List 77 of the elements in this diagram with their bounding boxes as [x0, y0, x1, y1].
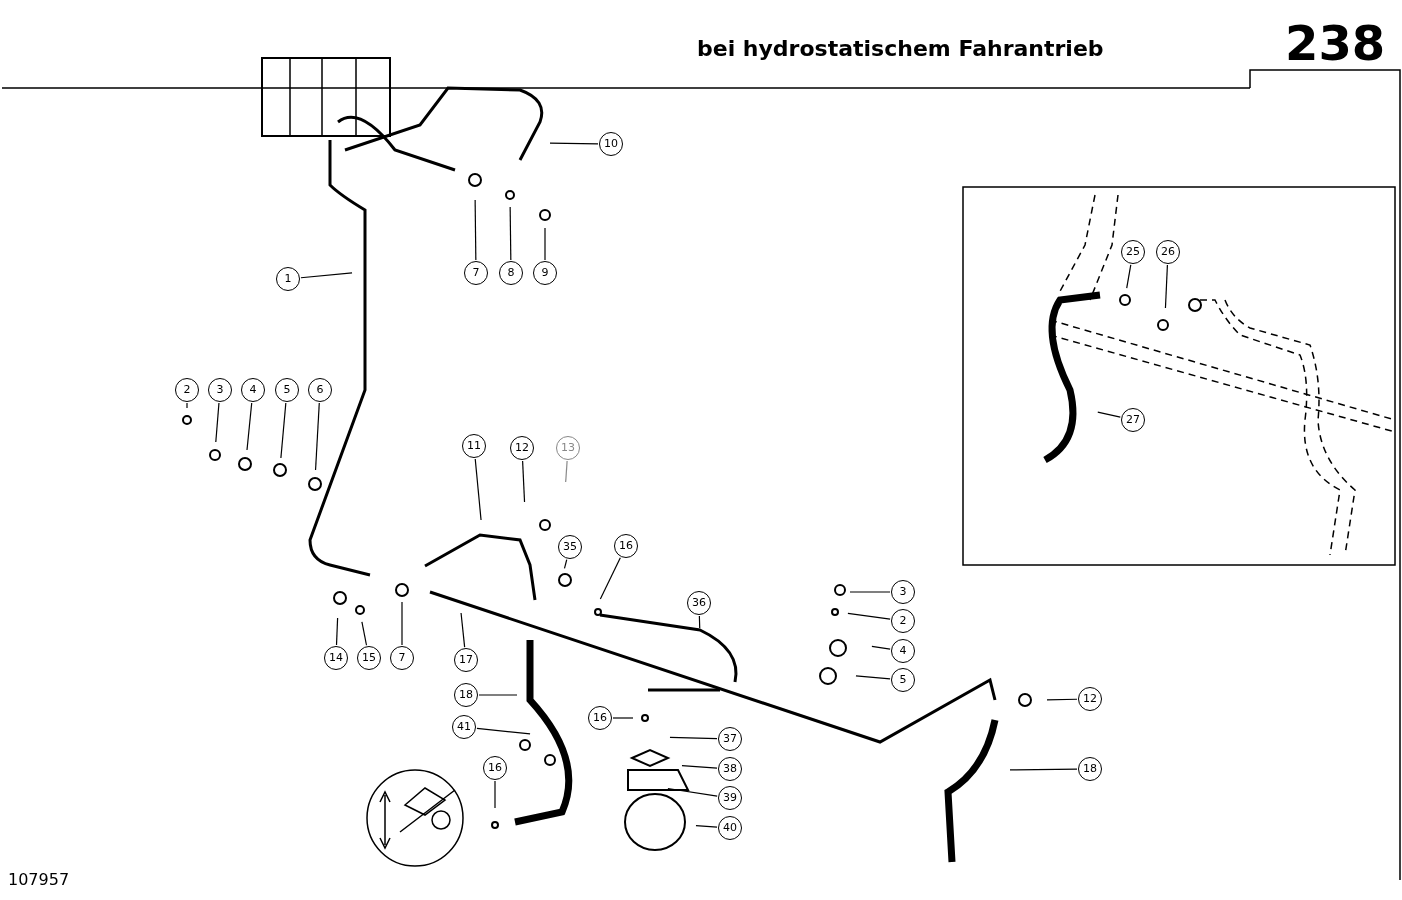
leader-line	[855, 675, 891, 680]
callout-number: 41	[452, 715, 476, 739]
leader-line	[849, 591, 891, 593]
callout-number: 16	[588, 706, 612, 730]
callout-number: 39	[718, 786, 742, 810]
callout-number: 7	[464, 261, 488, 285]
leader-line	[599, 557, 621, 600]
leader-line	[246, 402, 253, 451]
leader-line	[401, 601, 403, 646]
leader-line	[565, 460, 568, 483]
leader-line	[522, 460, 526, 503]
leader-line	[1046, 698, 1078, 701]
callout-number: 12	[1078, 687, 1102, 711]
callout-number: 40	[718, 816, 742, 840]
leader-line	[280, 402, 287, 459]
callout-number: 15	[357, 646, 381, 670]
callout-number: 2	[891, 609, 915, 633]
callout-number: 13	[556, 436, 580, 460]
leader-line	[681, 765, 718, 769]
callout-number: 14	[324, 646, 348, 670]
callout-number: 27	[1121, 408, 1145, 432]
callout-number: 5	[275, 378, 299, 402]
callout-number: 6	[308, 378, 332, 402]
leader-line	[460, 612, 466, 648]
leader-line	[215, 402, 220, 443]
callout-number: 16	[614, 534, 638, 558]
leader-line	[871, 645, 891, 650]
leader-line	[1164, 264, 1168, 309]
callout-number: 9	[533, 261, 557, 285]
leader-line	[544, 227, 546, 261]
callout-number: 8	[499, 261, 523, 285]
callout-number: 37	[718, 727, 742, 751]
callout-number: 1	[276, 267, 300, 291]
leader-line	[1126, 264, 1132, 289]
callout-number: 18	[1078, 757, 1102, 781]
leader-line	[1097, 411, 1121, 418]
callout-number: 11	[462, 434, 486, 458]
callout-number: 38	[718, 757, 742, 781]
callout-number: 2	[175, 378, 199, 402]
leader-line	[474, 458, 482, 521]
leader-line	[478, 694, 518, 696]
callout-number: 36	[687, 591, 711, 615]
callout-number: 10	[599, 132, 623, 156]
callout-number: 3	[208, 378, 232, 402]
leader-line	[476, 727, 531, 735]
leader-line	[300, 272, 353, 279]
page-title: bei hydrostatischem Fahrantrieb	[697, 36, 1104, 61]
leader-line	[186, 402, 188, 409]
leader-line	[695, 825, 718, 828]
callout-number: 5	[891, 668, 915, 692]
leader-line	[509, 206, 512, 261]
leader-line	[549, 142, 599, 145]
page-number: 238	[1285, 15, 1386, 71]
callout-number: 4	[241, 378, 265, 402]
callout-number: 17	[454, 648, 478, 672]
leader-line	[847, 612, 891, 620]
leader-line	[361, 621, 368, 646]
callout-number: 35	[558, 535, 582, 559]
callout-number: 16	[483, 756, 507, 780]
leader-line	[698, 615, 701, 629]
callout-number: 12	[510, 436, 534, 460]
callout-number: 3	[891, 580, 915, 604]
callout-number: 7	[390, 646, 414, 670]
leader-line	[563, 559, 568, 569]
leader-line	[612, 717, 634, 719]
callout-number: 4	[891, 639, 915, 663]
leader-line	[335, 617, 339, 646]
leader-line	[669, 736, 718, 740]
leader-line	[1009, 768, 1078, 771]
callout-number: 18	[454, 683, 478, 707]
drawing-number: 107957	[8, 870, 70, 889]
callout-number: 26	[1156, 240, 1180, 264]
leader-line	[494, 780, 496, 809]
callout-number: 25	[1121, 240, 1145, 264]
leader-line	[314, 402, 320, 471]
leader-line	[474, 199, 477, 261]
leader-line	[667, 787, 718, 797]
